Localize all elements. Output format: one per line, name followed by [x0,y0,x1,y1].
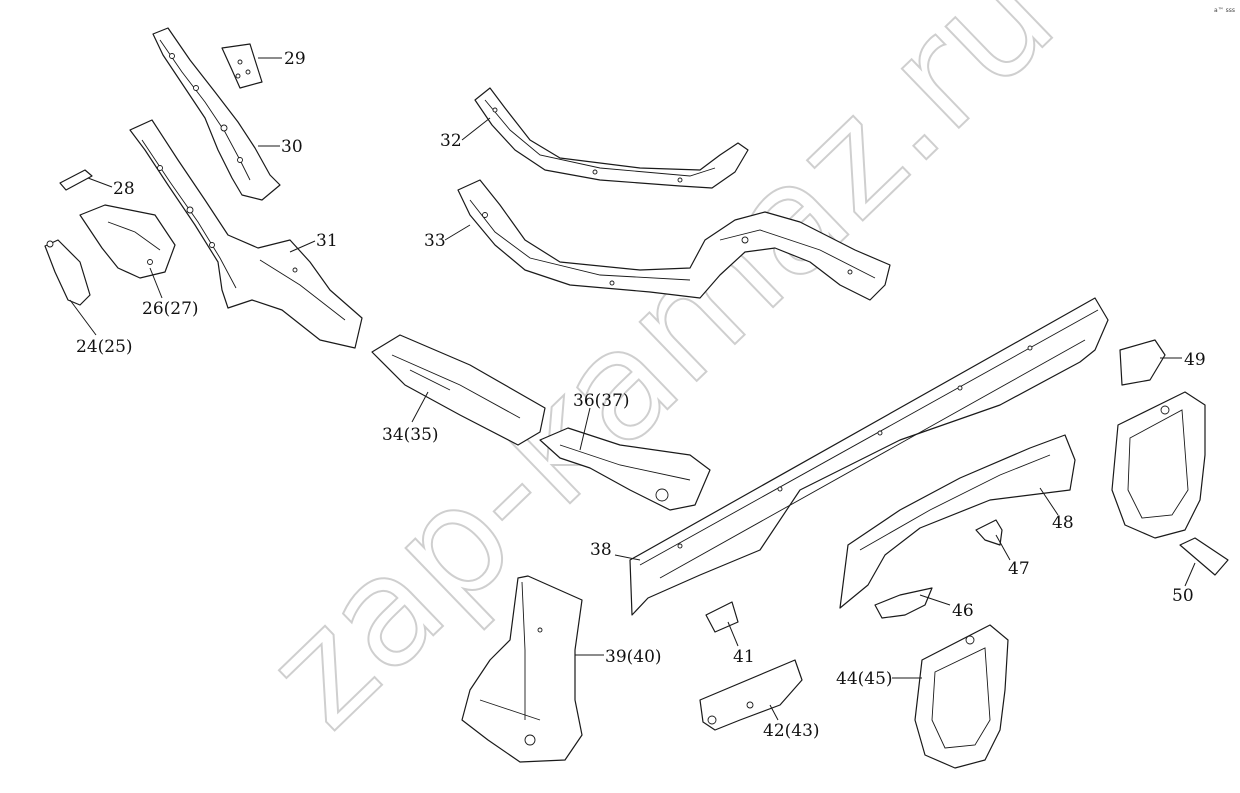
part-28 [59,169,93,191]
part-44-45 [914,624,1009,769]
callout-49: 49 [1184,350,1206,370]
callout-26-27: 26(27) [142,299,199,319]
part-41 [705,601,739,633]
part-31 [129,119,363,349]
callout-42-43: 42(43) [763,721,820,741]
part-50 [1179,537,1229,576]
callout-30: 30 [281,137,303,157]
callout-33: 33 [424,231,446,251]
callout-34-35: 34(35) [382,425,439,445]
part-49 [1119,339,1166,386]
part-46 [874,587,933,619]
part-36-37 [539,427,711,511]
corner-mark: a™ sss [1214,7,1235,14]
part-30 [152,27,281,201]
callout-31: 31 [316,231,338,251]
callout-labels: 29 30 28 31 26(27) 24(25) 32 33 34(35) 3… [76,49,1206,741]
callout-38: 38 [590,540,612,560]
part-34-35 [371,334,546,446]
part-48 [839,434,1076,609]
callout-44-45: 44(45) [836,669,893,689]
part-32 [474,87,749,189]
part-24-25 [44,239,91,306]
part-42-43 [699,659,803,731]
callout-46: 46 [952,601,974,621]
callout-39-40: 39(40) [605,647,662,667]
part-39-40 [461,575,583,763]
part-33 [457,179,891,301]
callout-41: 41 [733,647,755,667]
callout-50: 50 [1172,586,1194,606]
callout-36-37: 36(37) [573,391,630,411]
part-38 [629,297,1109,616]
callout-24-25: 24(25) [76,337,133,357]
part-26-27 [79,204,176,279]
part-29 [221,43,263,89]
part-47 [975,519,1003,546]
leader-lines [69,57,1196,721]
callout-28: 28 [113,179,135,199]
callout-29: 29 [284,49,306,69]
part-frame-upper-right [1111,391,1206,539]
callout-47: 47 [1008,559,1030,579]
callout-32: 32 [440,131,462,151]
callout-48: 48 [1052,513,1074,533]
